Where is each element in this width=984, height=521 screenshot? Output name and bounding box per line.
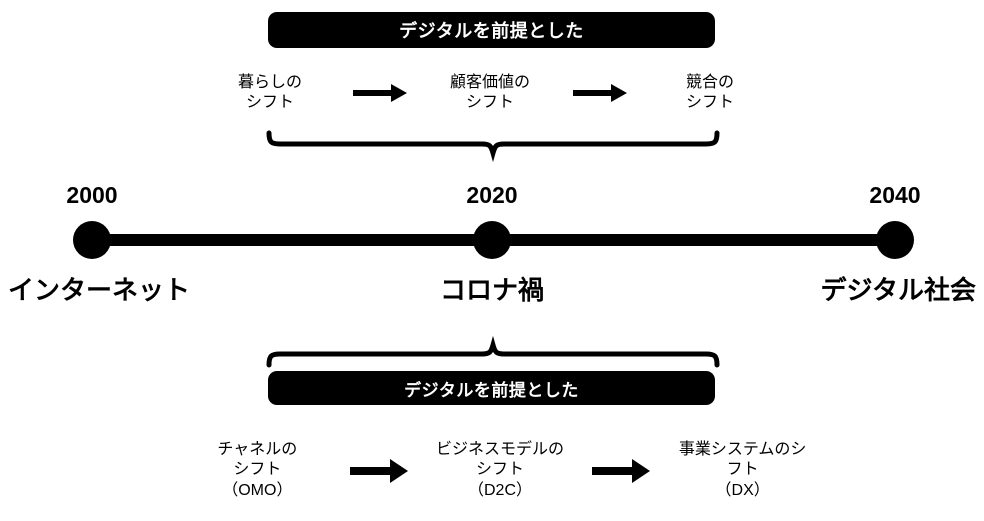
curly-brace-down-icon [266,130,720,163]
bottom-flow-step-2: ビジネスモデルの シフト （D2C） [435,440,564,499]
bottom-flow-step-1: チャネルの シフト （OMO） [217,440,298,499]
timeline-year-2000: 2000 [66,182,118,208]
bottom-flow-arrow-2-box [587,457,655,485]
bottom-flow-arrow-1-box [345,457,413,485]
bottom-brace [260,329,730,374]
top-flow-arrow-1-box [340,81,420,105]
top-flow-step-3: 競合の シフト [685,73,734,111]
curly-brace-up-icon [266,335,720,368]
top-flow-step-2: 顧客価値の シフト [449,73,530,111]
bottom-flow-row: チャネルの シフト （OMO） ビジネスモデルの シフト （D2C） 事業システ… [170,428,830,513]
timeline-label-2020: コロナ禍 [439,275,544,305]
timeline-year-2040: 2040 [869,182,921,208]
timeline-dot-2020[interactable] [473,221,511,259]
bottom-flow-step-3: 事業システムのシ フト （DX） [678,440,807,499]
timeline-year-2020: 2020 [466,182,518,208]
top-flow-arrow-2-box [560,81,640,105]
arrow-right-icon [573,84,627,102]
timeline-dot-2000[interactable] [73,221,111,259]
top-flow-row: 暮らしの シフト 顧客価値の シフト 競合の シフト [190,62,790,124]
arrow-right-icon [349,458,408,483]
top-brace [260,128,730,173]
top-flow-step-1: 暮らしの シフト [237,73,302,111]
timeline-label-2000: インターネット [8,275,191,305]
timeline-dot-2040[interactable] [876,221,914,259]
arrow-right-icon [592,458,651,483]
arrow-right-icon [353,84,407,102]
bottom-banner: デジタルを前提とした [268,371,715,405]
top-banner: デジタルを前提とした [268,12,715,48]
timeline-label-2040: デジタル社会 [820,275,976,305]
